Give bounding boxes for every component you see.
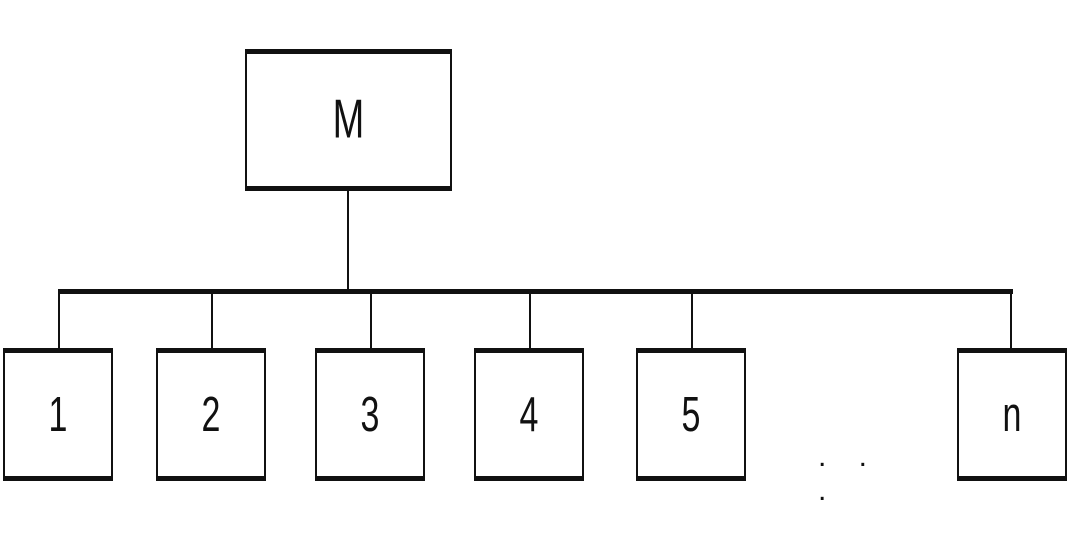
root-connector — [347, 191, 349, 291]
child-connector-1 — [58, 293, 60, 349]
child-node-5: 5 — [636, 348, 746, 481]
child-node-label: 2 — [201, 386, 221, 443]
child-connector-n — [1010, 293, 1012, 349]
child-node-2: 2 — [156, 348, 266, 481]
child-node-label: 4 — [519, 386, 539, 443]
child-node-label: 1 — [48, 386, 68, 443]
child-node-label: 3 — [360, 386, 380, 443]
child-node-label: n — [1002, 386, 1022, 443]
child-connector-3 — [370, 293, 372, 349]
child-connector-5 — [691, 293, 693, 349]
root-node-M: M — [245, 49, 452, 191]
child-node-label: 5 — [681, 386, 701, 443]
child-node-n: n — [957, 348, 1067, 481]
child-node-3: 3 — [315, 348, 425, 481]
root-node-label: M — [332, 89, 365, 151]
child-node-4: 4 — [474, 348, 584, 481]
ellipsis-indicator: . . . — [818, 440, 880, 507]
child-connector-2 — [211, 293, 213, 349]
child-node-1: 1 — [3, 348, 113, 481]
child-connector-4 — [529, 293, 531, 349]
horizontal-bus-line — [58, 289, 1013, 294]
